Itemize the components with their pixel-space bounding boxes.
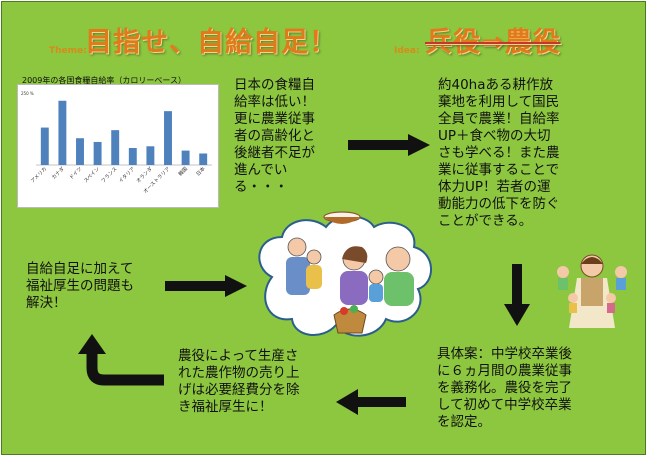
problem-line: 日本の食糧自 xyxy=(234,77,315,93)
problem-line: る・・・ xyxy=(234,179,288,195)
welfare-line: 自給自足に加えて xyxy=(26,261,134,277)
bar-4 xyxy=(111,130,120,165)
problem-line: 後継者不足が xyxy=(234,145,315,161)
idea-line: 全員で農業！自給率 xyxy=(438,111,560,127)
category-label: イタリア xyxy=(117,165,136,184)
curved-up-arrow-icon xyxy=(78,334,164,386)
category-label: 韓国 xyxy=(177,165,189,177)
category-label: カナダ xyxy=(50,165,66,181)
welfare-line: 福祉厚生の問題も xyxy=(26,278,134,294)
sales-line: き福祉厚生に！ xyxy=(178,399,273,415)
sales-welfare-text: 農役によって生産された農作物の売り上げは必要経費分を除き福祉厚生に！ xyxy=(178,348,338,416)
idea-line: UP＋食べ物の大切 xyxy=(438,128,551,144)
chart-title: 2009年の各国食糧自給率（カロリーベース） xyxy=(22,76,186,85)
idea-line: 業に従事することで xyxy=(438,162,560,178)
idea-line: 体力UP！若者の運 xyxy=(438,179,551,195)
theme-title: 目指せ、自給自足！ xyxy=(85,27,337,58)
concrete-line: を認定。 xyxy=(437,414,491,430)
problem-line: 者の高齢化と xyxy=(234,128,315,144)
sales-line: 農役によって生産さ xyxy=(178,348,299,364)
concrete-line: に６ヵ月間の農業従事 xyxy=(437,363,572,379)
theme-label: Theme: xyxy=(49,46,87,56)
idea-label: Idea: xyxy=(394,46,420,56)
down-arrow-icon xyxy=(504,264,530,326)
problem-text: 日本の食糧自給率は低い！更に農業従事者の高齢化と後継者不足が進んでいる・・・ xyxy=(234,77,346,196)
right-arrow-icon-2 xyxy=(165,275,247,297)
sales-line: れた農作物の売り上 xyxy=(178,365,300,381)
problem-line: 進んでい xyxy=(234,162,288,178)
idea-line: 棄地を利用して国民 xyxy=(438,94,560,110)
welfare-result-text: 自給自足に加えて福祉厚生の問題も解決！ xyxy=(26,261,166,312)
y-tick-label: 250 % xyxy=(21,91,34,96)
right-arrow-icon xyxy=(348,134,430,156)
concrete-line: を義務化。農役を完了 xyxy=(437,380,572,396)
problem-line: 給率は低い！ xyxy=(234,94,315,110)
family-cloud-illustration xyxy=(258,211,432,337)
bar-1 xyxy=(58,100,67,165)
idea-title: 兵役⇒農役 xyxy=(425,20,561,59)
idea-line: 動能力の低下を防ぐ xyxy=(438,196,560,212)
problem-line: 更に農業従事 xyxy=(234,111,315,127)
bar-0 xyxy=(40,127,49,165)
bar-5 xyxy=(128,148,137,165)
category-label: ドイツ xyxy=(69,166,84,181)
bar-7 xyxy=(164,111,172,165)
concrete-plan-text: 具体案：中学校卒業後に６ヵ月間の農業従事を義務化。農役を完了して初めて中学校卒業… xyxy=(437,346,617,431)
bar-chart-svg: 250 %アメリカカナダドイツスペインフランスイタリアオランダオーストラリア韓国… xyxy=(21,91,212,195)
concrete-line: 具体案：中学校卒業後 xyxy=(437,346,572,362)
sales-line: げは必要経費分を除 xyxy=(178,382,300,398)
bar-8 xyxy=(181,150,190,165)
bar-6 xyxy=(146,146,155,165)
category-label: アメリカ xyxy=(30,166,48,184)
concrete-line: して初めて中学校卒業 xyxy=(437,397,572,413)
idea-line: さも学べる！また農 xyxy=(438,145,560,161)
bar-9 xyxy=(199,153,208,165)
idea-line: 約40haある耕作放 xyxy=(438,77,554,93)
category-label: スペイン xyxy=(83,166,101,184)
children-farming-illustration xyxy=(557,254,627,328)
bar-2 xyxy=(76,138,84,165)
category-label: フランス xyxy=(100,166,118,184)
bar-3 xyxy=(93,141,102,165)
self-sufficiency-chart: 250 %アメリカカナダドイツスペインフランスイタリアオランダオーストラリア韓国… xyxy=(17,84,219,208)
idea-line: ことができる。 xyxy=(438,213,533,229)
welfare-line: 解決！ xyxy=(26,295,67,311)
left-arrow-icon xyxy=(336,389,406,415)
idea-title-struck: 兵役⇒農役 xyxy=(425,27,561,58)
category-label: 日本 xyxy=(195,165,207,177)
